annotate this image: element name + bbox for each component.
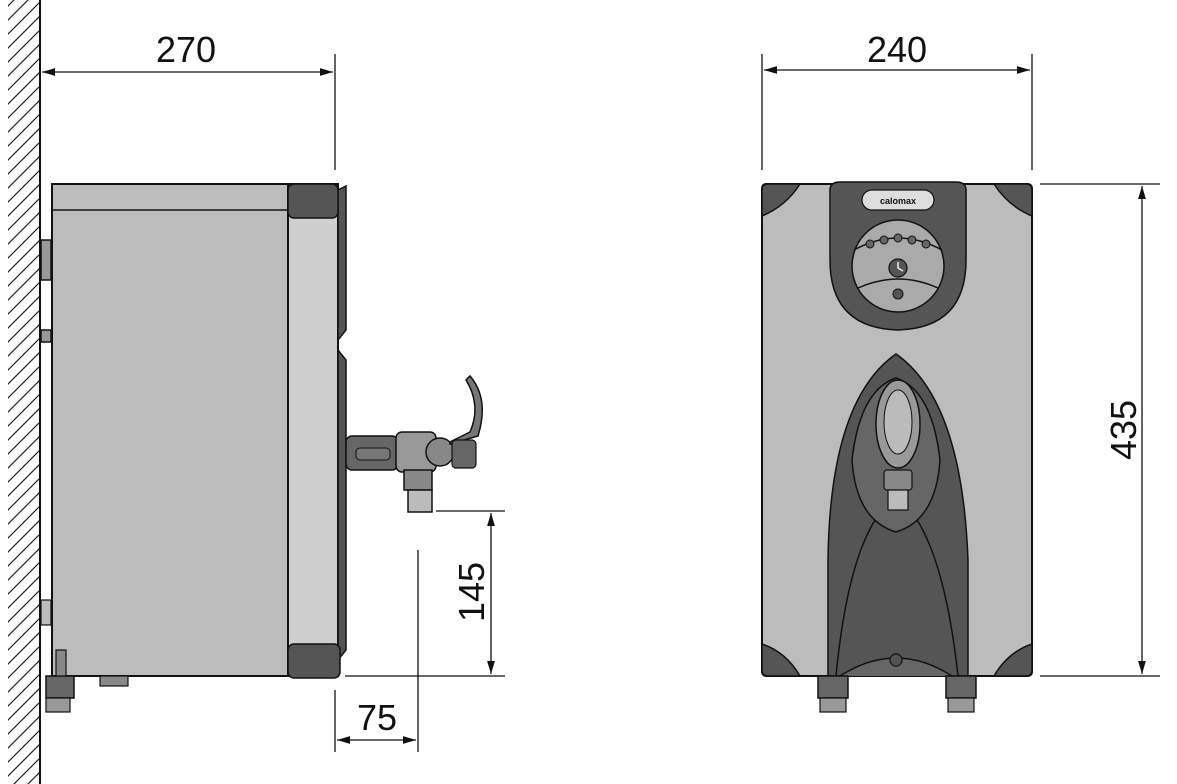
dimension-outlet-projection (334, 550, 419, 752)
side-top-cap (287, 183, 339, 219)
wall (8, 0, 41, 784)
dim-label-435: 435 (1103, 400, 1144, 460)
front-fittings (817, 675, 977, 713)
side-view (40, 183, 483, 713)
brand-logo-plate (861, 189, 935, 211)
dim-label-145: 145 (451, 562, 492, 622)
dimension-outlet-height (345, 510, 505, 677)
dim-label-270: 270 (156, 29, 216, 70)
dimension-height (1040, 183, 1160, 677)
dimension-front-width (761, 54, 1033, 170)
brand-logo: calomax (880, 196, 916, 206)
dispensing-shroud (827, 353, 969, 677)
side-bottom-cap (287, 643, 341, 679)
dim-label-240: 240 (867, 29, 927, 70)
dimension-side-depth (42, 54, 336, 170)
dim-label-75: 75 (357, 697, 397, 738)
control-panel: calomax (829, 181, 967, 331)
side-tap (345, 374, 483, 513)
side-body (51, 183, 289, 677)
front-view: calomax (761, 181, 1033, 713)
tap-spout (883, 469, 913, 491)
side-front-panel (287, 183, 339, 677)
